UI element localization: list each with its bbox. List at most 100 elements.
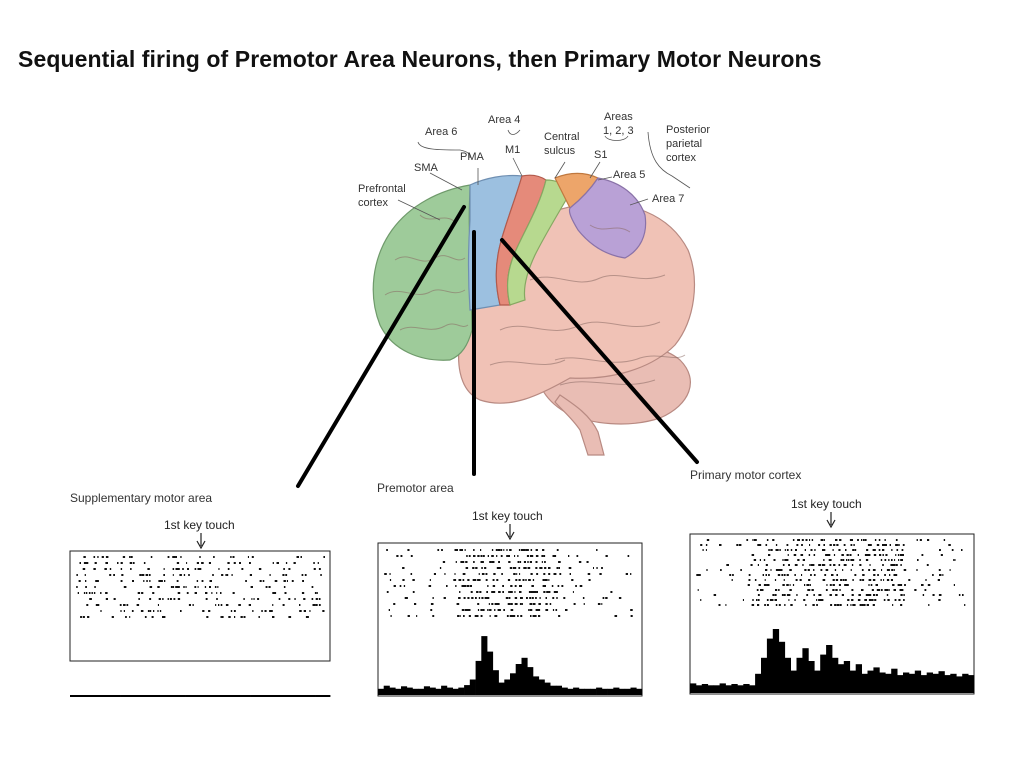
spike-tick <box>145 616 147 618</box>
spike-tick <box>162 598 163 600</box>
spike-tick <box>787 574 788 576</box>
spike-tick <box>542 549 543 551</box>
spike-tick <box>491 555 494 557</box>
spike-tick <box>719 544 722 546</box>
spike-tick <box>812 604 814 606</box>
spike-tick <box>552 597 554 599</box>
spike-tick <box>184 574 185 576</box>
spike-tick <box>515 585 517 587</box>
spike-tick <box>243 598 244 600</box>
spike-tick <box>782 584 784 586</box>
spike-tick <box>928 584 931 586</box>
spike-tick <box>778 569 780 571</box>
spike-tick <box>506 555 508 557</box>
spike-tick <box>892 569 893 571</box>
spike-tick <box>552 585 554 587</box>
spike-tick <box>173 586 174 588</box>
spike-tick <box>216 592 217 594</box>
histogram-bar <box>516 664 522 695</box>
histogram-bar <box>476 661 482 695</box>
spike-tick <box>284 580 286 582</box>
spike-tick <box>175 556 177 558</box>
spike-tick <box>225 574 227 576</box>
spike-tick <box>887 569 889 571</box>
histogram-bar <box>544 683 550 695</box>
histogram-bar <box>731 684 737 693</box>
spike-tick <box>546 591 548 593</box>
spike-tick <box>469 555 471 557</box>
spike-tick <box>402 579 404 581</box>
spike-tick <box>530 615 531 617</box>
spike-tick <box>513 567 515 569</box>
spike-tick <box>558 585 560 587</box>
spike-tick <box>790 604 791 606</box>
spike-tick <box>889 589 890 591</box>
spike-tick <box>164 568 165 570</box>
spike-tick <box>792 604 793 606</box>
spike-tick <box>830 594 832 596</box>
histogram-bar <box>458 688 464 695</box>
spike-tick <box>814 574 816 576</box>
spike-tick <box>494 585 495 587</box>
spike-tick <box>850 539 852 541</box>
spike-tick <box>877 544 879 546</box>
pma-label: PMA <box>460 151 485 163</box>
spike-tick <box>570 573 571 575</box>
spike-tick <box>603 597 605 599</box>
spike-tick <box>457 615 459 617</box>
spike-tick <box>898 584 900 586</box>
spike-tick <box>536 555 539 557</box>
spike-tick <box>501 555 503 557</box>
spike-tick <box>838 549 840 551</box>
event-label: 1st key touch <box>791 497 862 511</box>
spike-tick <box>862 574 864 576</box>
spike-tick <box>174 598 176 600</box>
spike-tick <box>144 562 146 564</box>
spike-tick <box>954 559 955 561</box>
spike-tick <box>412 579 414 581</box>
spike-tick <box>866 599 868 601</box>
spike-tick <box>938 599 940 601</box>
spike-tick <box>884 574 886 576</box>
spike-tick <box>796 579 798 581</box>
spike-tick <box>187 568 189 570</box>
spike-tick <box>809 564 810 566</box>
spike-tick <box>764 604 766 606</box>
spike-tick <box>285 574 287 576</box>
spike-tick <box>269 586 271 588</box>
spike-tick <box>748 584 750 586</box>
spike-tick <box>220 592 222 594</box>
spike-tick <box>749 574 751 576</box>
spike-tick <box>554 555 556 557</box>
spike-tick <box>732 579 733 581</box>
spike-tick <box>312 598 314 600</box>
spike-tick <box>835 569 836 571</box>
spike-tick <box>885 554 887 556</box>
histogram-bar <box>939 671 945 693</box>
histogram-bar <box>903 673 909 694</box>
histogram-bar <box>962 674 968 693</box>
spike-tick <box>778 549 779 551</box>
spike-tick <box>459 579 462 581</box>
spike-tick <box>228 616 230 618</box>
spike-tick <box>887 579 889 581</box>
spike-tick <box>146 580 148 582</box>
spike-tick <box>583 597 585 599</box>
spike-tick <box>881 559 882 561</box>
spike-tick <box>833 584 835 586</box>
spike-tick <box>890 544 891 546</box>
spike-tick <box>822 564 824 566</box>
spike-tick <box>841 559 843 561</box>
spike-tick <box>95 562 97 564</box>
spike-tick <box>263 580 265 582</box>
spike-tick <box>218 604 219 606</box>
spike-tick <box>784 559 786 561</box>
spike-tick <box>499 567 501 569</box>
spike-tick <box>833 544 835 546</box>
histogram-bar <box>84 695 92 697</box>
spike-tick <box>874 554 876 556</box>
spike-tick <box>751 564 753 566</box>
spike-tick <box>698 589 699 591</box>
spike-tick <box>252 610 253 612</box>
spike-tick <box>818 594 820 596</box>
